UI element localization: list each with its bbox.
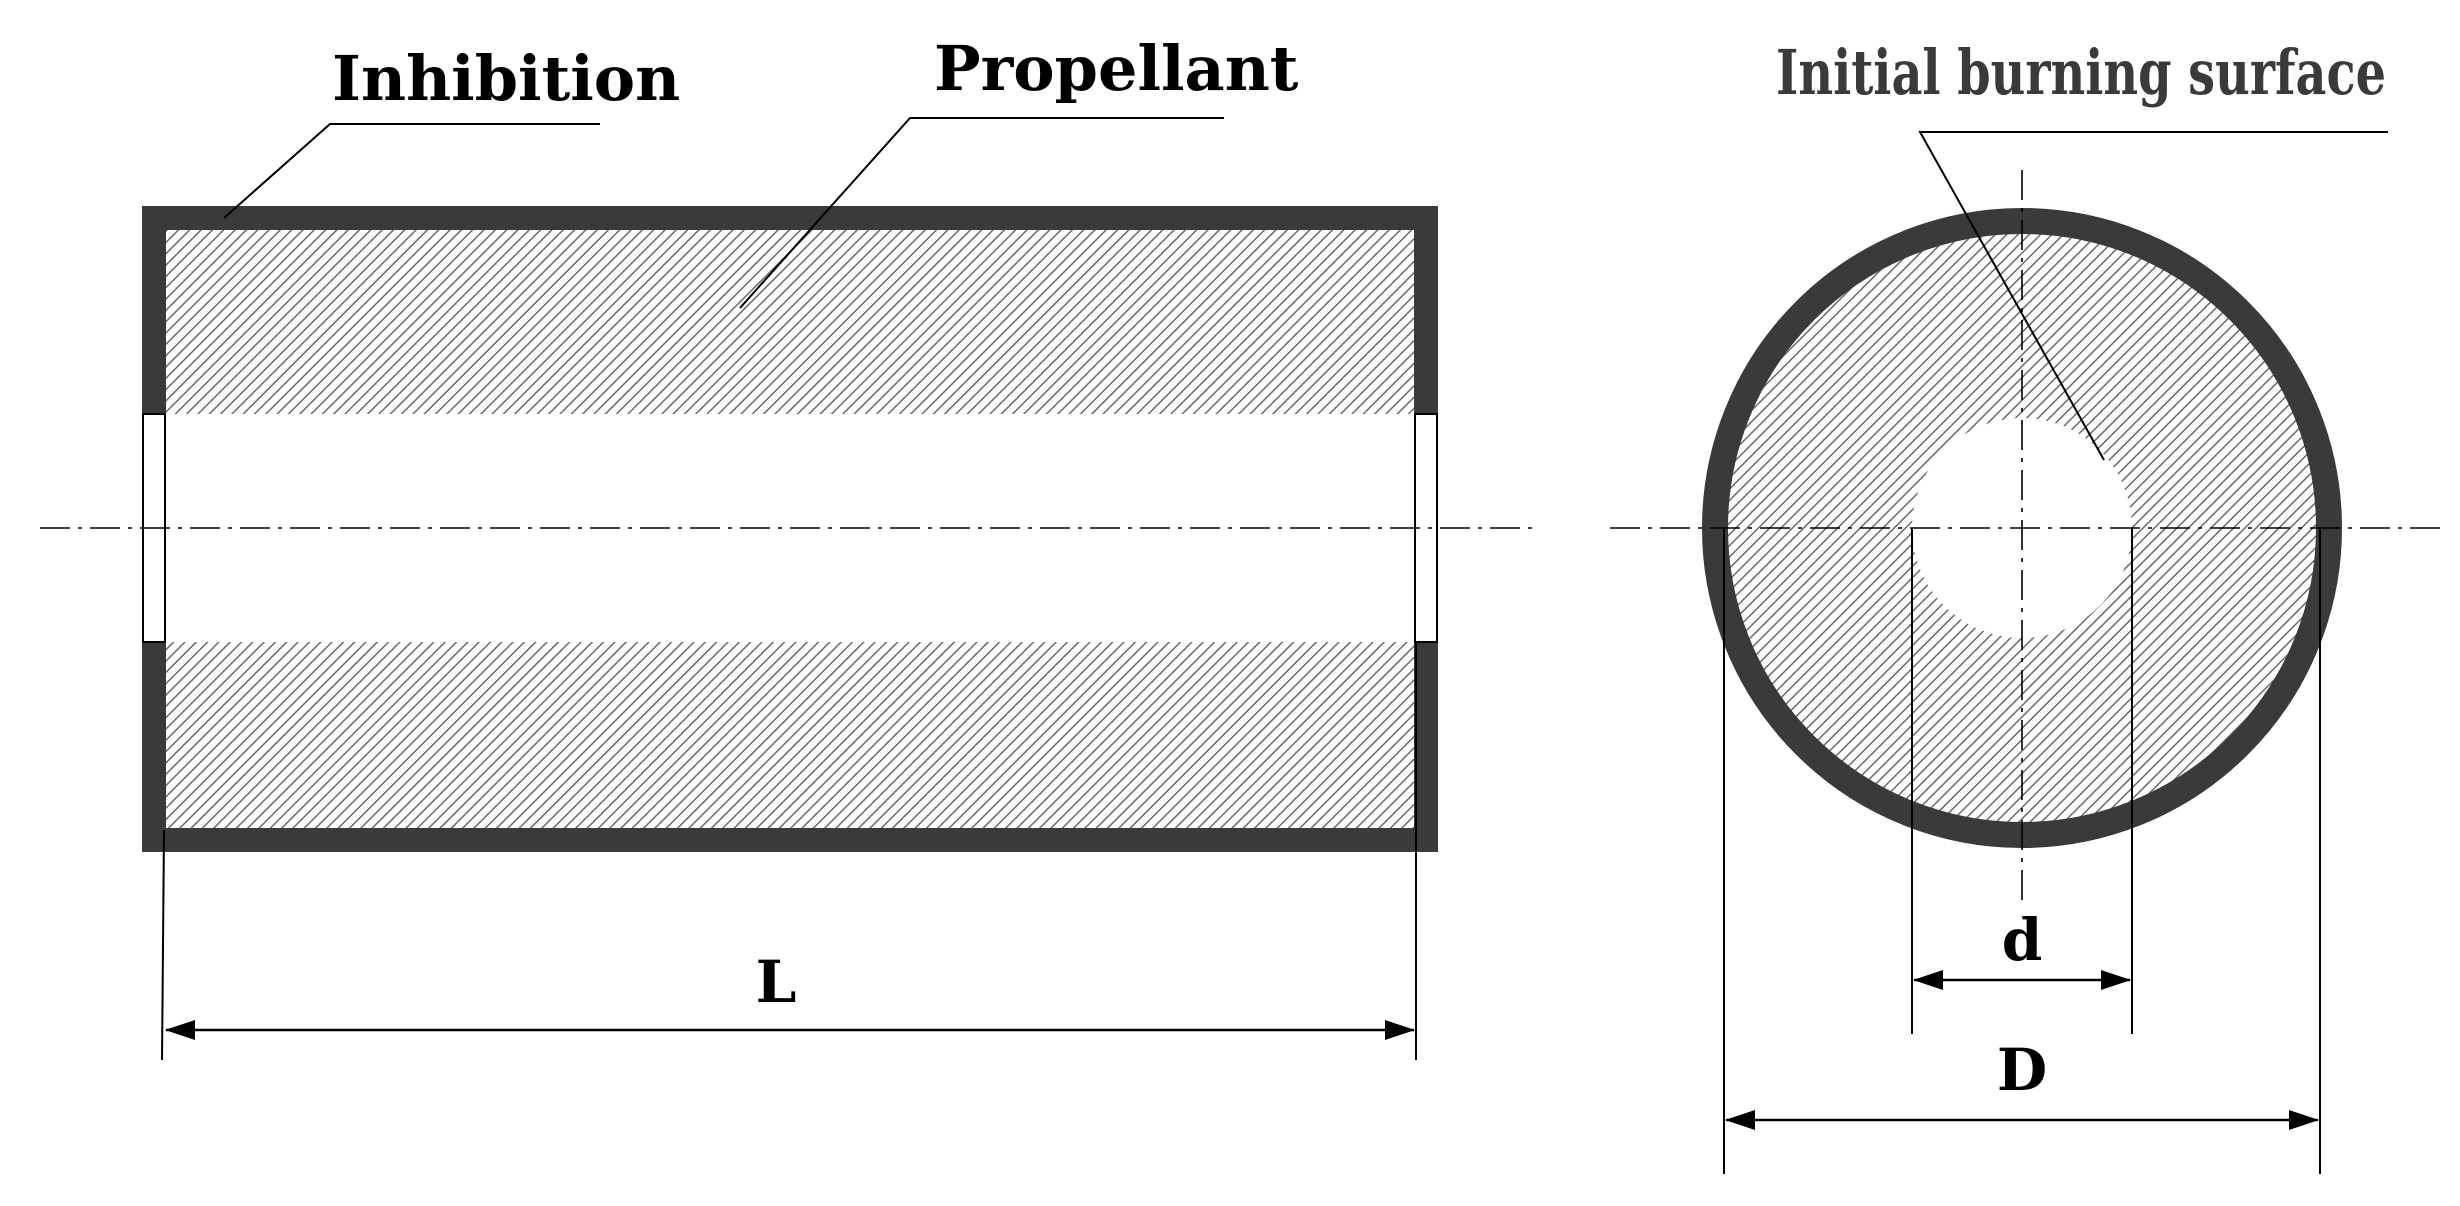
inhibition-label: Inhibition [332, 42, 680, 115]
side-view: L Inhibition Propellant [40, 32, 1540, 1061]
extension-line-left [161, 829, 165, 1061]
length-label: L [756, 948, 797, 1016]
propellant-bottom-band [164, 642, 1416, 828]
burning-surface-leader-line [1918, 131, 2388, 461]
propellant-leader-line [739, 117, 1224, 309]
end-view: d D Initial burning surface [1610, 36, 2440, 1174]
propellant-top-band [164, 228, 1416, 414]
propellant-label: Propellant [934, 32, 1299, 105]
initial-burning-surface-label: Initial burning surface [1776, 36, 2386, 109]
inner-diameter-label: d [2002, 906, 2043, 974]
inhibitor-layer [142, 206, 1438, 852]
inhibition-leader-line [223, 123, 600, 219]
outer-diameter-label: D [1997, 1036, 2047, 1104]
